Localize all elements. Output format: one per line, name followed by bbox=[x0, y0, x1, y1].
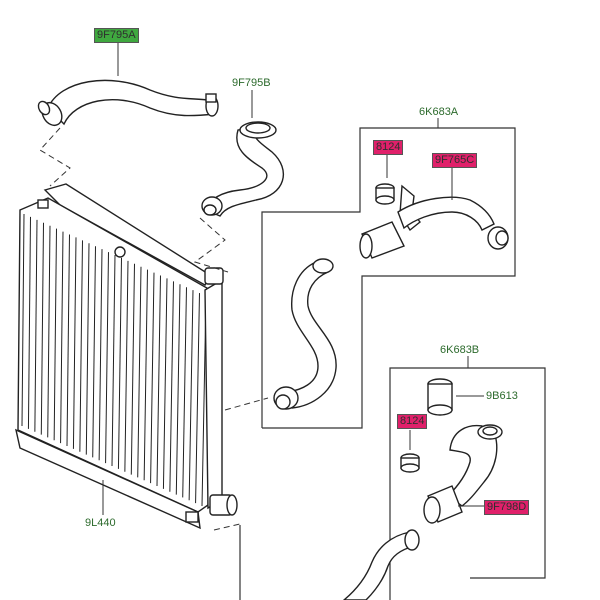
kit-a-box bbox=[261, 127, 516, 429]
intercooler-core bbox=[15, 183, 238, 530]
label-9f795b[interactable]: 9F795B bbox=[232, 77, 271, 89]
label-leaders bbox=[102, 40, 484, 515]
hose-9f795b bbox=[201, 121, 285, 217]
label-9f798d[interactable]: 9F798D bbox=[484, 500, 530, 515]
label-9b613[interactable]: 9B613 bbox=[486, 390, 518, 402]
label-8124-b[interactable]: 8124 bbox=[397, 414, 428, 429]
label-9l440[interactable]: 9L440 bbox=[85, 517, 116, 529]
label-9f765c[interactable]: 9F765C bbox=[432, 153, 478, 168]
kit-b-box bbox=[239, 367, 546, 600]
label-6k683b[interactable]: 6K683B bbox=[440, 344, 480, 356]
hose-9f795a bbox=[37, 79, 219, 127]
label-6k683a[interactable]: 6K683A bbox=[419, 106, 459, 118]
label-8124-a[interactable]: 8124 bbox=[373, 140, 404, 155]
dashed-leaders bbox=[39, 127, 269, 531]
label-9f795a[interactable]: 9F795A bbox=[94, 28, 139, 43]
